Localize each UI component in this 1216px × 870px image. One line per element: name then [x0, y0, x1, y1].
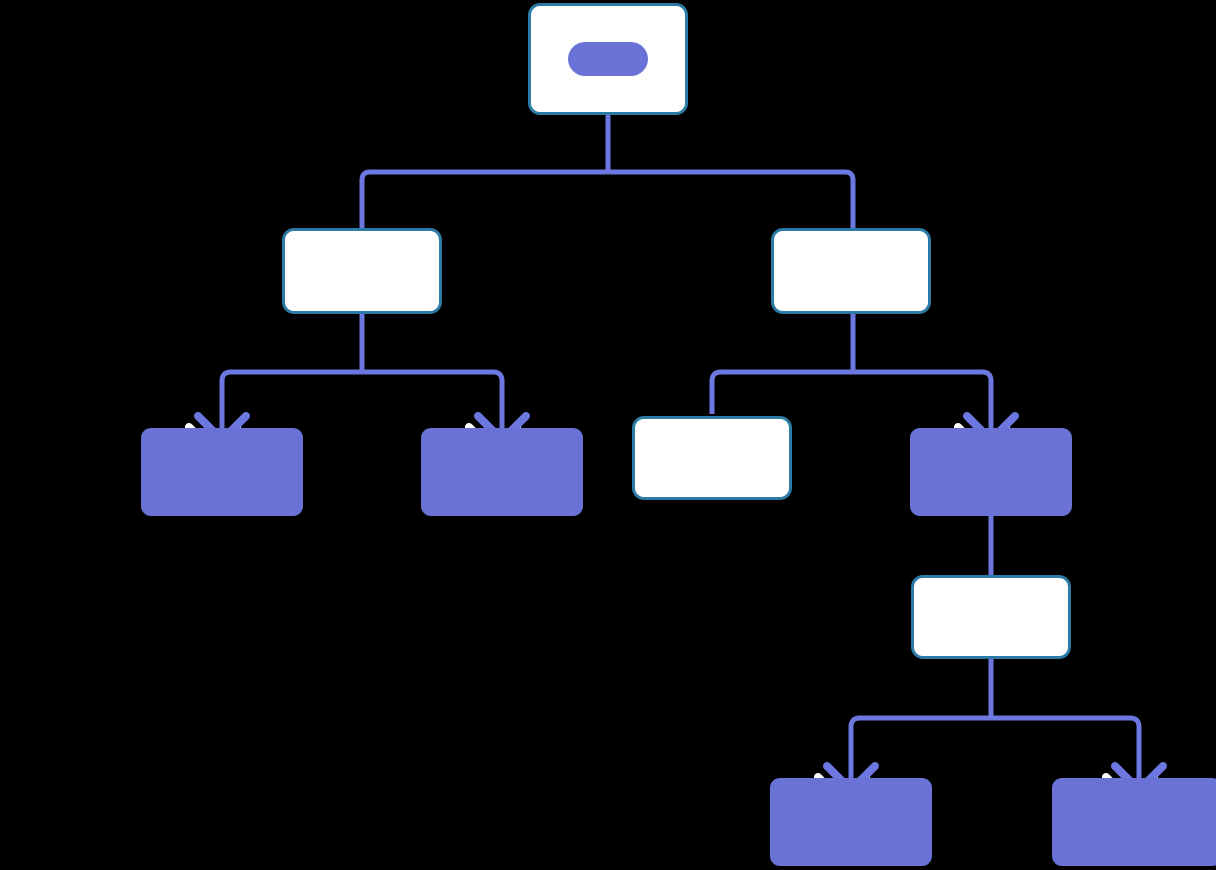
edge-root-to-l1b [608, 169, 856, 314]
node-level3-a[interactable] [911, 575, 1071, 659]
node-level2-c[interactable] [632, 416, 792, 500]
node-root[interactable] [528, 3, 688, 115]
edge-l1b-to-l2c [709, 369, 853, 414]
node-level4-b[interactable] [1052, 778, 1216, 866]
edge-l3a-to-l4b [991, 715, 1142, 780]
node-level1-left[interactable] [282, 228, 442, 314]
edge-l3a-to-l4a [848, 715, 991, 780]
edge-l1b-to-l2d [853, 369, 994, 430]
edge-l1a-to-l2b [362, 369, 505, 430]
node-level1-right[interactable] [771, 228, 931, 314]
node-level2-a[interactable] [141, 428, 303, 516]
node-level2-d[interactable] [910, 428, 1072, 516]
node-level4-a[interactable] [770, 778, 932, 866]
root-pill-badge [568, 42, 648, 76]
edge-root-to-l1a [359, 169, 608, 314]
edge-l1a-to-l2a [219, 369, 362, 430]
node-level2-b[interactable] [421, 428, 583, 516]
